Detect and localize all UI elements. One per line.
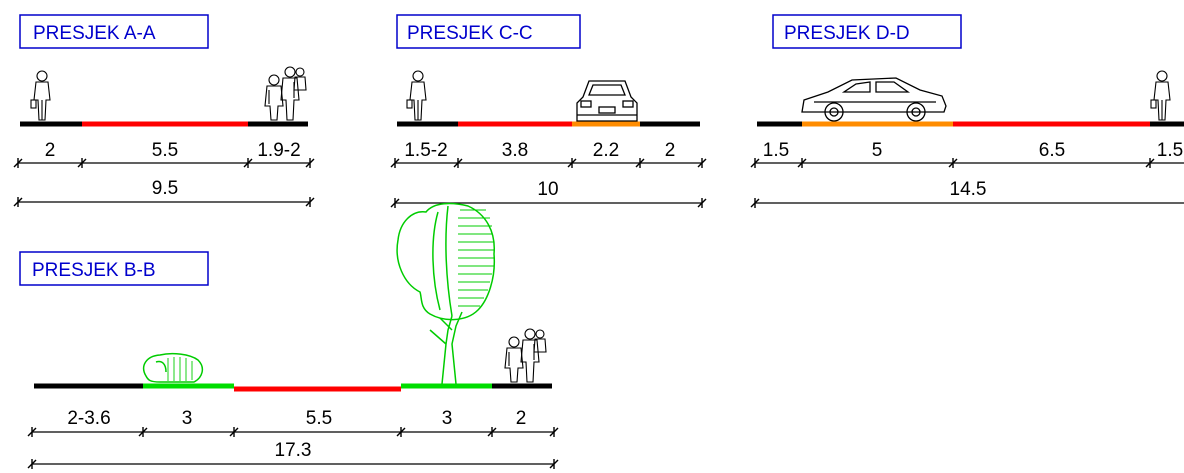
section-d-title: PRESJEK D-D <box>772 14 962 49</box>
dimension-label: 3 <box>442 408 453 429</box>
dimension-line <box>750 158 1184 168</box>
pedestrian-icon <box>1150 70 1171 121</box>
dimension-label: 3.8 <box>502 140 528 161</box>
section-c-title-text: PRESJEK C-C <box>407 23 533 44</box>
dimension-label: 1.5-2 <box>404 140 447 161</box>
section-b-title: PRESJEK B-B <box>19 251 209 286</box>
dimension-label: 5.5 <box>306 408 332 429</box>
dimension-label: 2.2 <box>593 140 619 161</box>
pedestrian-icon <box>30 70 51 121</box>
shrub-icon <box>142 352 204 383</box>
dimension-label: 3 <box>182 408 193 429</box>
tree-icon <box>396 202 496 385</box>
dimension-label: 2 <box>45 140 56 161</box>
section-d-title-text: PRESJEK D-D <box>784 23 910 44</box>
pedestrian-group-icon <box>504 328 547 383</box>
section-b: PRESJEK B-B <box>19 202 559 469</box>
total-dimension-line <box>27 459 559 469</box>
dimension-label: 1.9-2 <box>257 140 300 161</box>
car-icon <box>801 77 947 122</box>
car-icon <box>576 80 638 122</box>
dimension-line <box>27 427 559 437</box>
section-b-title-text: PRESJEK B-B <box>32 260 156 281</box>
dimension-label: 5.5 <box>152 140 178 161</box>
dimension-label: 2 <box>665 140 676 161</box>
total-dimension-line <box>750 198 1184 208</box>
dimension-label: 2-3.6 <box>67 408 110 429</box>
dimension-label: 6.5 <box>1039 140 1065 161</box>
dimension-label: 2 <box>516 408 527 429</box>
section-d: PRESJEK D-D 1.5 5 6.5 1.5 14.5 <box>750 14 1184 208</box>
total-dimension-label: 9.5 <box>152 178 178 199</box>
dimension-label: 1.5 <box>763 140 789 161</box>
section-a-title-text: PRESJEK A-A <box>33 23 156 44</box>
total-dimension-label: 10 <box>537 179 558 200</box>
section-a: PRESJEK A-A 2 5.5 1.9-2 9.5 <box>13 14 315 207</box>
section-c-title: PRESJEK C-C <box>396 14 581 49</box>
total-dimension-label: 17.3 <box>275 440 312 461</box>
total-dimension-label: 14.5 <box>950 179 987 200</box>
pedestrian-group-icon <box>264 66 307 121</box>
section-a-title: PRESJEK A-A <box>19 14 209 49</box>
total-dimension-line <box>13 197 315 207</box>
dimension-line <box>13 158 315 168</box>
section-c: PRESJEK C-C 1.5-2 3.8 2.2 2 10 <box>390 14 707 208</box>
dimension-label: 5 <box>872 140 883 161</box>
dimension-label: 1.5 <box>1157 140 1183 161</box>
pedestrian-icon <box>406 70 427 121</box>
dimension-line <box>390 158 707 168</box>
